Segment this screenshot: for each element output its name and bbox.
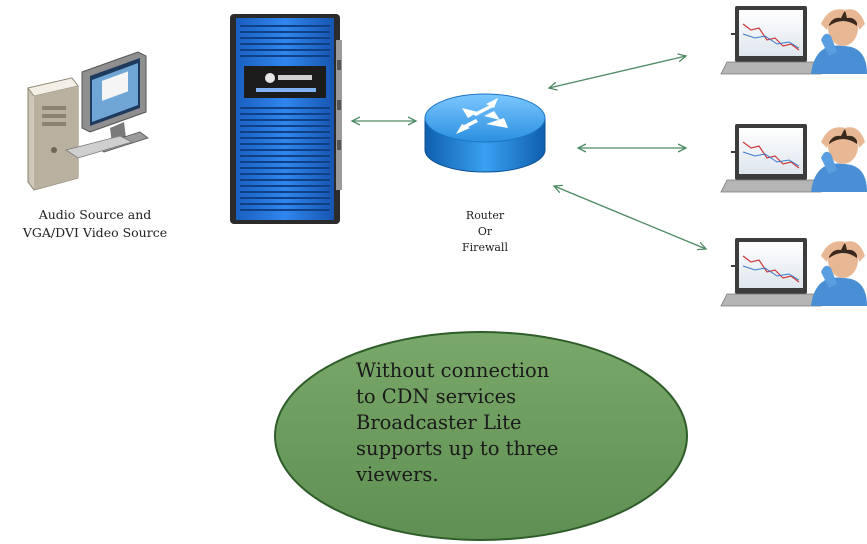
viewer-laptop-icon — [720, 6, 867, 75]
note-ellipse — [274, 331, 688, 541]
note-line: supports up to three — [356, 437, 559, 460]
broadcaster-device-icon — [230, 14, 342, 224]
arrow-router-viewer-3 — [554, 186, 706, 249]
router-label-line2: Or — [477, 225, 493, 238]
viewer-laptop-icon — [720, 124, 867, 193]
connection-arrows — [352, 56, 706, 249]
router-label-line1: Router — [465, 209, 505, 222]
source-label: Audio Source and VGA/DVI Video Source — [0, 206, 190, 242]
source-label-line2: VGA/DVI Video Source — [22, 225, 168, 240]
router-label: Router Or Firewall — [440, 208, 530, 256]
desktop-computer-icon — [27, 51, 149, 191]
note-text: Without connection to CDN services Broad… — [356, 358, 616, 488]
arrow-router-viewer-1 — [549, 56, 686, 88]
note-line: Without connection — [356, 359, 550, 382]
note-line: to CDN services — [356, 385, 517, 408]
router-label-line3: Firewall — [462, 241, 508, 254]
source-label-line1: Audio Source and — [38, 207, 152, 222]
router-icon — [424, 93, 546, 173]
viewer-laptop-icon — [720, 238, 867, 307]
note-line: viewers. — [356, 463, 439, 486]
note-line: Broadcaster Lite — [356, 411, 522, 434]
